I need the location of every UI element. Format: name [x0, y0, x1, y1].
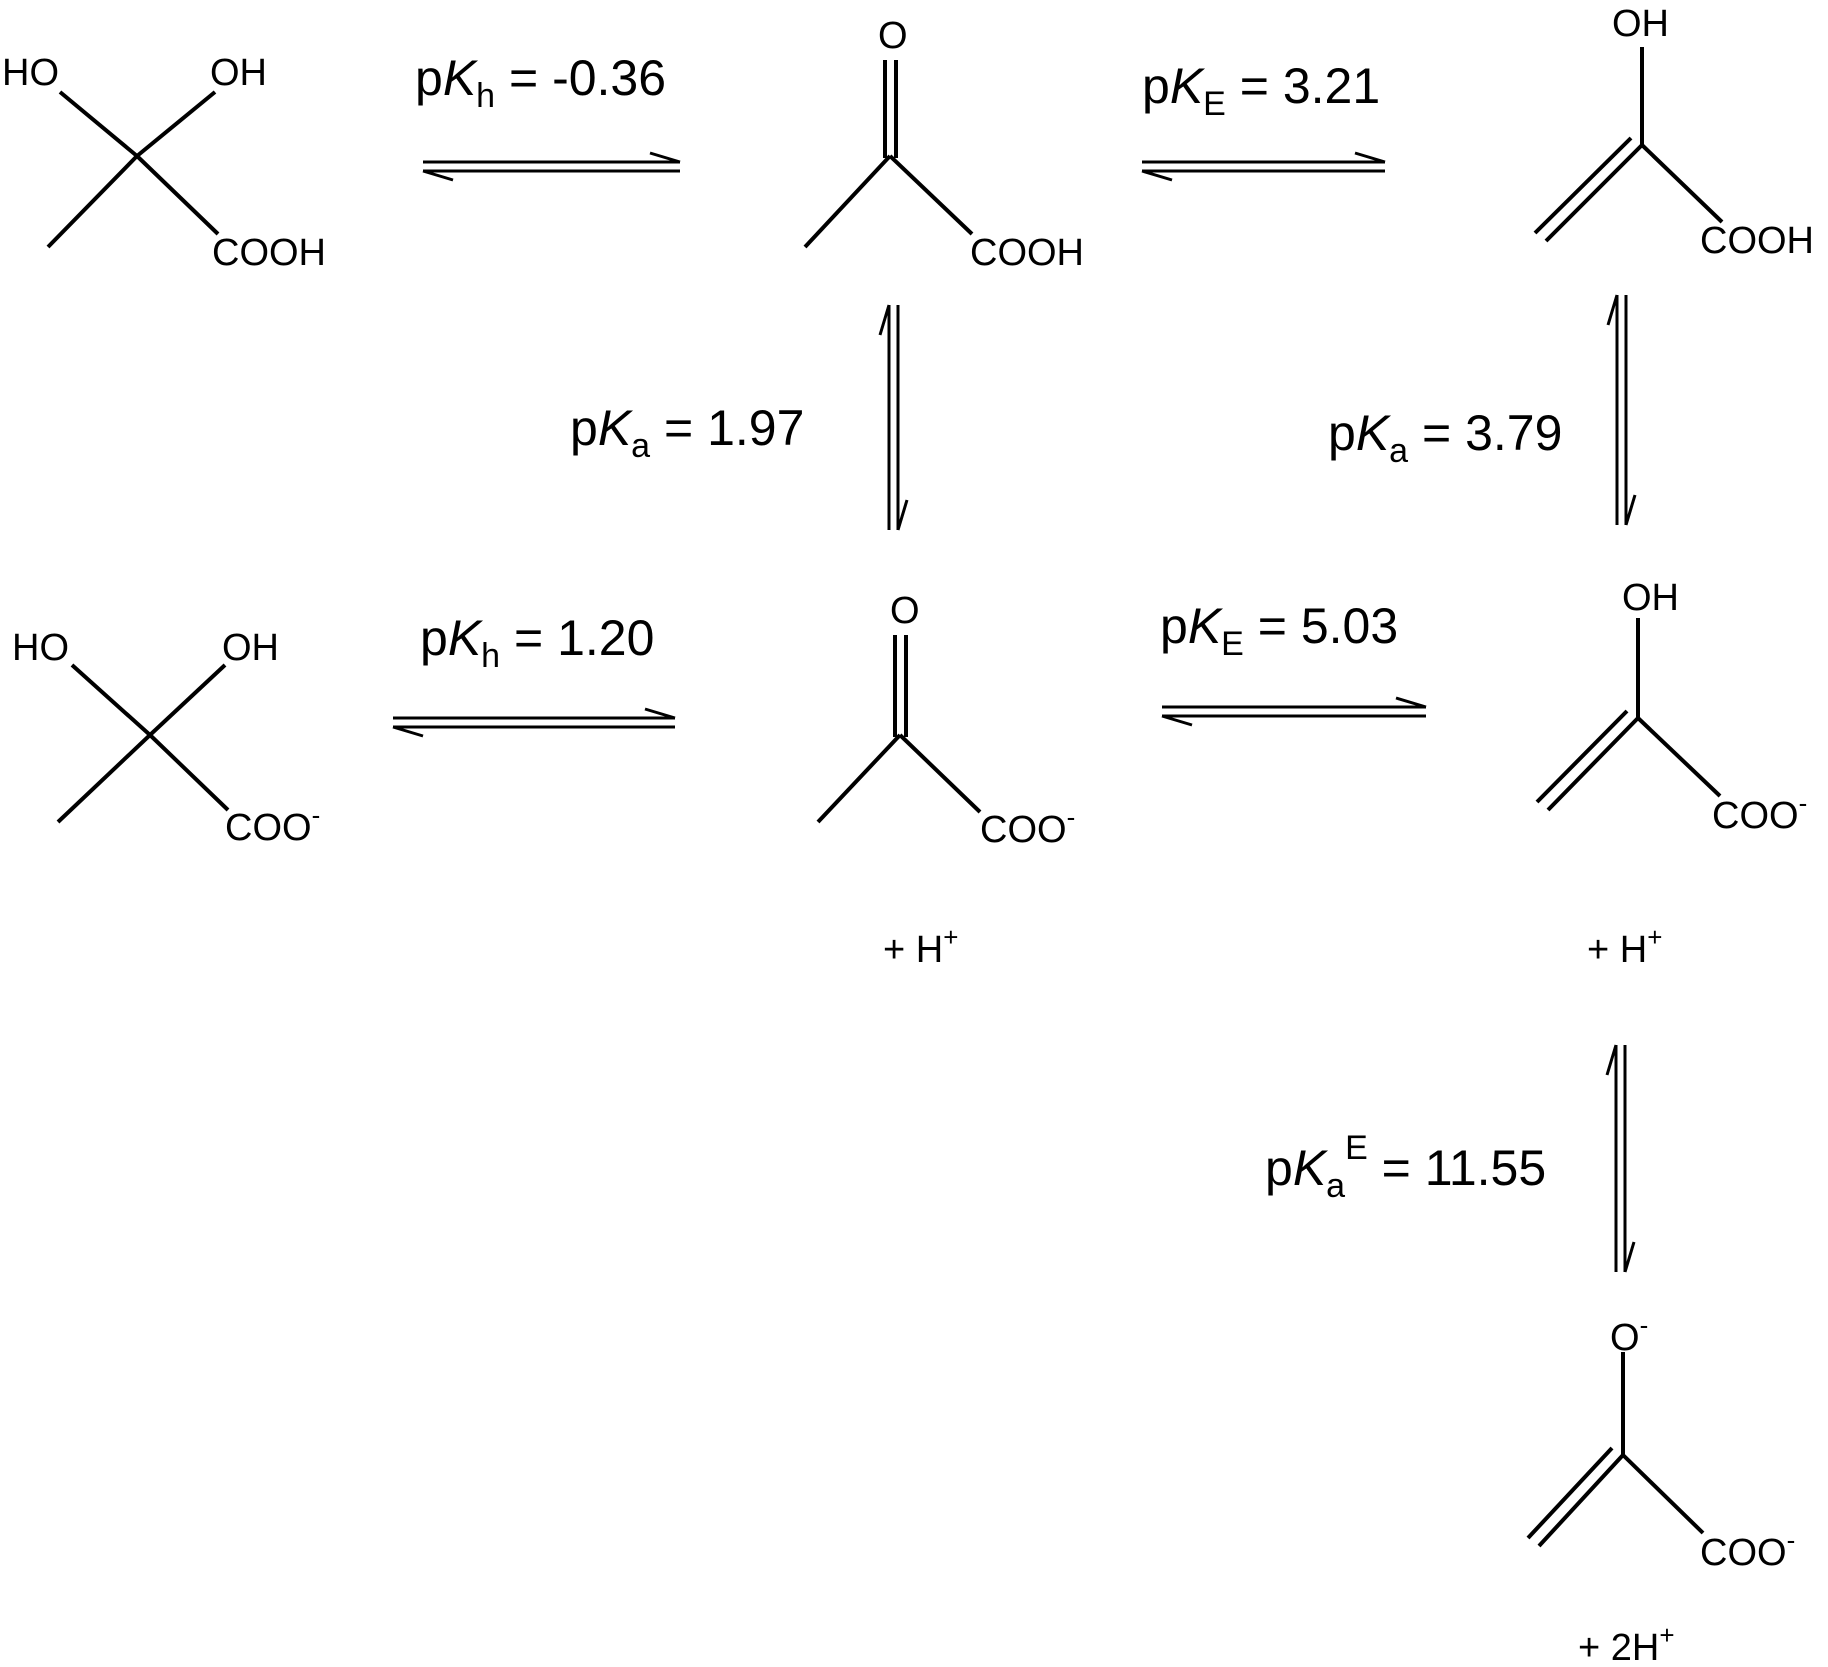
double-bond [1544, 143, 1644, 243]
label-pKh-anion: pKh = 1.20 [420, 610, 654, 675]
label-pKE-anion: pKE = 5.03 [1160, 598, 1398, 663]
proton-label: + H+ [1587, 922, 1662, 971]
label-pKa-enol: pKa = 3.79 [1328, 405, 1562, 470]
oxygen-label: O [878, 15, 908, 57]
equilibrium-arrow-enolization-anion [1161, 696, 1427, 727]
double-bond [1535, 709, 1629, 804]
label-pKaE-enol: pKaE = 11.55 [1265, 1129, 1546, 1205]
double-bond [1546, 716, 1640, 812]
carboxylate-label: COO- [980, 802, 1075, 851]
bond [58, 90, 139, 158]
bond [1636, 716, 1722, 798]
carboxyl-label: COOH [1700, 220, 1814, 262]
proton-label: + 2H+ [1578, 1620, 1675, 1667]
equilibrium-arrow-enolization-acid [1141, 151, 1386, 182]
equilibrium-arrow-enol-deprotonation [1605, 1044, 1636, 1273]
double-bond [1537, 1453, 1625, 1548]
label-pKE-acid: pKE = 3.21 [1142, 58, 1380, 123]
bond [803, 154, 892, 249]
bond [898, 733, 982, 814]
oxygen-label: O- [1610, 1310, 1648, 1359]
carboxyl-label: COOH [970, 232, 1084, 274]
oxygen-label: O [890, 590, 920, 632]
molecule-keto-anion: O COO- + H+ [816, 590, 1075, 971]
carboxylate-label: COO- [1700, 1525, 1795, 1574]
molecule-enol-anion: OH COO- + H+ [1535, 577, 1807, 971]
proton-label: + H+ [883, 922, 958, 971]
carboxylate-label: COO- [1712, 788, 1807, 837]
bond [135, 90, 217, 158]
double-bond [1526, 1446, 1614, 1540]
bond [56, 733, 152, 824]
bond [135, 154, 220, 236]
equilibrium-arrow-hydration-anion [392, 707, 676, 738]
hydroxyl-label: OH [222, 627, 279, 669]
label-pKa-keto: pKa = 1.97 [570, 400, 804, 465]
bond [1621, 1453, 1705, 1535]
molecule-keto-acid: O COOH [803, 15, 1084, 274]
equilibrium-arrow-acid-dissociation-enol [1606, 294, 1637, 526]
equilibrium-arrow-hydration-acid [422, 151, 681, 182]
carboxylate-label: COO- [225, 800, 320, 849]
bond [888, 154, 974, 236]
bond [1640, 143, 1724, 224]
hydroxyl-label: OH [1612, 3, 1669, 45]
hydroxyl-label: OH [1622, 577, 1679, 619]
double-bond [1533, 136, 1633, 235]
molecule-hydrate-acid: HO OH COOH [2, 52, 326, 274]
bond [148, 663, 227, 737]
hydroxyl-label: HO [2, 52, 59, 94]
carboxyl-label: COOH [212, 232, 326, 274]
equilibrium-arrow-acid-dissociation-keto [878, 304, 909, 531]
label-pKh-acid: pKh = -0.36 [415, 50, 666, 115]
bond [148, 733, 230, 812]
hydroxyl-label: OH [210, 52, 267, 94]
bond [816, 733, 902, 824]
bond [70, 663, 152, 737]
molecule-enol-acid: OH COOH [1533, 3, 1814, 262]
bond [46, 154, 139, 249]
hydroxyl-label: HO [12, 627, 69, 669]
molecule-hydrate-anion: HO OH COO- [12, 627, 320, 849]
molecule-enolate-dianion: O- COO- + 2H+ [1526, 1310, 1795, 1667]
